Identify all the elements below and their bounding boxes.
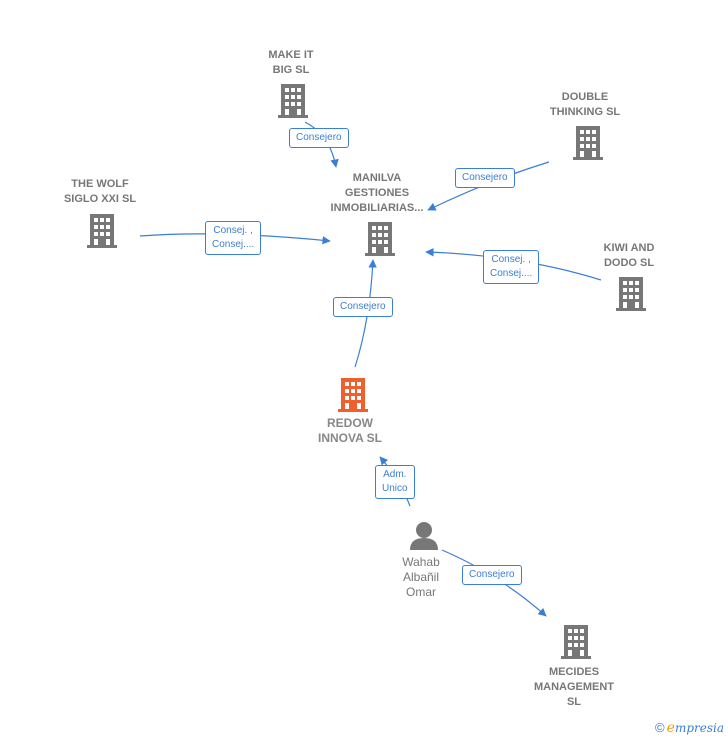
brand-logo: ©empresia — [655, 720, 724, 736]
building-icon — [573, 126, 603, 160]
node-label: Wahab Albañil Omar — [402, 555, 440, 599]
building-icon — [616, 277, 646, 311]
node-label: REDOW INNOVA SL — [317, 416, 382, 445]
node-redow[interactable]: REDOW INNOVA SL — [300, 416, 400, 446]
building-icon — [365, 222, 395, 256]
node-make-it-big[interactable]: MAKE IT BIG SL — [241, 48, 341, 78]
brand-name-first: e — [666, 720, 675, 736]
node-label: DOUBLE THINKING SL — [549, 91, 621, 118]
building-icon — [561, 625, 591, 659]
node-manilva[interactable]: MANILVA GESTIONES INMOBILIARIAS... — [322, 171, 432, 216]
edge-label-the-wolf[interactable]: Consej. , Consej.... — [205, 221, 262, 255]
node-label: KIWI AND DODO SL — [603, 242, 655, 269]
building-icon-highlight — [338, 378, 368, 412]
building-icon — [87, 214, 117, 248]
node-kiwi-dodo[interactable]: KIWI AND DODO SL — [584, 241, 674, 271]
node-wahab[interactable]: Wahab Albañil Omar — [381, 555, 461, 600]
person-icon — [410, 522, 438, 550]
edge-label-redow[interactable]: Consejero — [333, 297, 393, 317]
building-icon — [278, 84, 308, 118]
copyright-icon: © — [655, 720, 665, 735]
node-label: MANILVA GESTIONES INMOBILIARIAS... — [330, 172, 424, 214]
edge-label-double-thinking[interactable]: Consejero — [455, 168, 515, 188]
edge-label-wahab-mecides[interactable]: Consejero — [462, 565, 522, 585]
edge-label-wahab-redow[interactable]: Adm. Unico — [375, 465, 415, 499]
node-label: MECIDES MANAGEMENT SL — [533, 666, 615, 708]
edge-label-make-it-big[interactable]: Consejero — [289, 128, 349, 148]
node-label: THE WOLF SIGLO XXI SL — [63, 178, 137, 205]
edge-label-kiwi[interactable]: Consej. , Consej.... — [483, 250, 540, 284]
node-mecides[interactable]: MECIDES MANAGEMENT SL — [519, 665, 629, 710]
node-the-wolf[interactable]: THE WOLF SIGLO XXI SL — [45, 177, 155, 207]
node-label: MAKE IT BIG SL — [268, 49, 314, 76]
node-double-thinking[interactable]: DOUBLE THINKING SL — [530, 90, 640, 120]
brand-name-rest: mpresia — [674, 721, 724, 735]
